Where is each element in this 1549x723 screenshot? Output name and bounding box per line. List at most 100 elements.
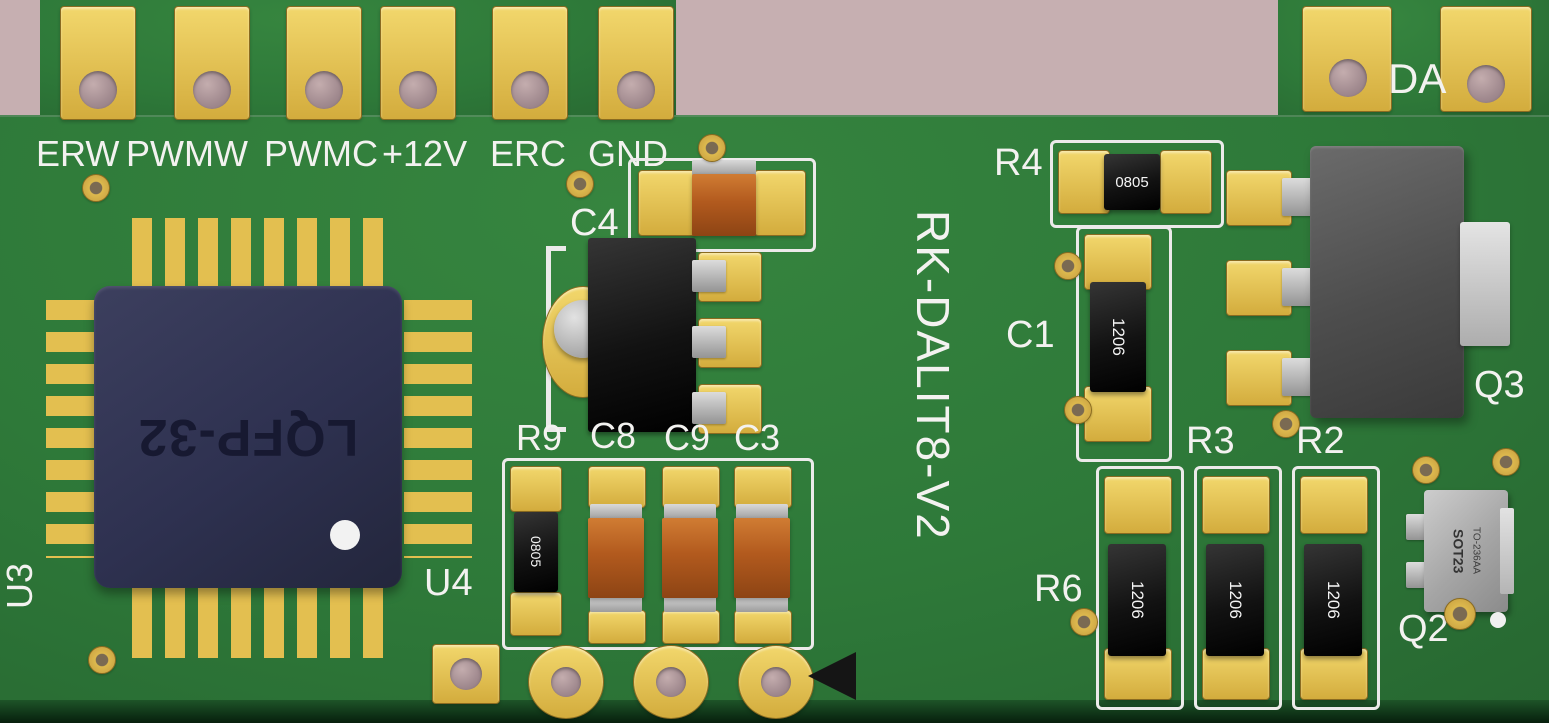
c8-cap-bottom	[590, 596, 642, 612]
q3-refdes: Q3	[1474, 364, 1525, 406]
c8-refdes: C8	[590, 415, 637, 456]
via	[1272, 410, 1300, 438]
connector-label-pwmw: PWMW	[126, 133, 248, 174]
q2-lead-1	[1406, 514, 1426, 540]
connector-label-12v: +12V	[382, 133, 468, 174]
connector-hole	[79, 71, 117, 109]
u4-silk-stub-top	[546, 246, 566, 251]
mount-pad-round-1	[528, 645, 604, 719]
mount-pad-square	[432, 644, 500, 704]
c9-cap-top	[664, 504, 716, 520]
q2-white-dot	[1490, 612, 1506, 628]
c1-refdes: C1	[1006, 314, 1055, 356]
da-hole	[1467, 65, 1505, 103]
c3-pad-bottom	[734, 610, 792, 644]
connector-hole	[193, 71, 231, 109]
via	[1054, 252, 1082, 280]
r6-body: 1206	[1108, 544, 1166, 656]
q2-lead-plate	[1500, 508, 1514, 594]
r3-body: 1206	[1206, 544, 1264, 656]
via	[88, 646, 116, 674]
c4-silk-outline	[628, 158, 816, 252]
c4-refdes: C4	[570, 202, 619, 244]
r2-pad-top	[1300, 476, 1368, 534]
c3-cap-bottom	[736, 596, 788, 612]
r3-pad-bottom	[1202, 648, 1270, 700]
mount-pad-round-3	[738, 645, 814, 719]
mount-pad-round-2	[633, 645, 709, 719]
c4-pad-left	[638, 170, 696, 236]
r3-silk-outline	[1194, 466, 1282, 710]
c4-pad-right	[754, 170, 806, 236]
board-title: RK-DALIT8-V2	[907, 210, 959, 541]
r2-body: 1206	[1304, 544, 1362, 656]
u4-refdes: U4	[424, 562, 473, 604]
r9-pad-top	[510, 466, 562, 512]
via	[1070, 608, 1098, 636]
mount-hole	[656, 667, 686, 697]
c3-cap-top	[736, 504, 788, 520]
connector-label-pwmc: PWMC	[264, 133, 378, 174]
da-hole	[1329, 59, 1367, 97]
r3-refdes: R3	[1186, 420, 1235, 462]
mount-hole	[450, 658, 482, 690]
connector-hole	[617, 71, 655, 109]
connector-pad-pwmc	[286, 6, 362, 120]
r4-body: 0805	[1104, 154, 1160, 210]
da-pad-left	[1302, 6, 1392, 112]
r6-pad-bottom	[1104, 648, 1172, 700]
u4-body	[588, 238, 696, 432]
u4-lead-3	[692, 392, 726, 424]
via	[1412, 456, 1440, 484]
connector-pad-12v	[380, 6, 456, 120]
c1-body: 1206	[1090, 282, 1146, 392]
via	[1444, 598, 1476, 630]
c3-refdes: C3	[734, 417, 781, 458]
connector-pad-erc	[492, 6, 568, 120]
r2-refdes: R2	[1296, 420, 1345, 462]
u3-pin1-dot	[330, 520, 360, 550]
c4-body	[692, 174, 756, 236]
via	[1064, 396, 1092, 424]
r6-silk-outline	[1096, 466, 1184, 710]
connector-label-erc: ERC	[490, 133, 567, 174]
direction-triangle	[808, 652, 856, 700]
c9-pad-bottom	[662, 610, 720, 644]
c3-body	[734, 518, 790, 598]
r9-pad-bottom	[510, 592, 562, 636]
q2-marking-standard: TO-236AA	[1470, 527, 1482, 575]
mount-hole	[551, 667, 581, 697]
u3-pads-right	[404, 300, 472, 558]
r4-pad-left	[1058, 150, 1110, 214]
q2-body: SOT23 TO-236AA	[1424, 490, 1508, 612]
c9-cap-bottom	[664, 596, 716, 612]
da-label: DA	[1388, 55, 1447, 102]
c1-silk-outline	[1076, 226, 1172, 462]
u4-lead-1	[692, 260, 726, 292]
r2-silk-outline	[1292, 466, 1380, 710]
r6-refdes: R6	[1034, 568, 1083, 610]
c8-pad-bottom	[588, 610, 646, 644]
u4-silk-stub-bottom	[546, 427, 566, 432]
c9-refdes: C9	[664, 417, 711, 458]
r6-pad-top	[1104, 476, 1172, 534]
connector-label-erw: ERW	[36, 133, 120, 174]
c1-pad-bottom	[1084, 386, 1152, 442]
q2-refdes: Q2	[1398, 608, 1449, 650]
via	[82, 174, 110, 202]
connector-pad-erw	[60, 6, 136, 120]
u3-pads-top	[132, 218, 396, 290]
c8-pad-top	[588, 466, 646, 508]
q3-body	[1310, 146, 1464, 418]
c9-body	[662, 518, 718, 598]
u3-pads-bottom	[132, 586, 396, 658]
connector-hole	[305, 71, 343, 109]
c8-body	[588, 518, 644, 598]
u3-refdes: U3	[0, 562, 40, 610]
via	[1492, 448, 1520, 476]
r4-refdes: R4	[994, 142, 1043, 184]
c4-terminal	[692, 160, 756, 176]
c3-pad-top	[734, 466, 792, 508]
c9-pad-top	[662, 466, 720, 508]
